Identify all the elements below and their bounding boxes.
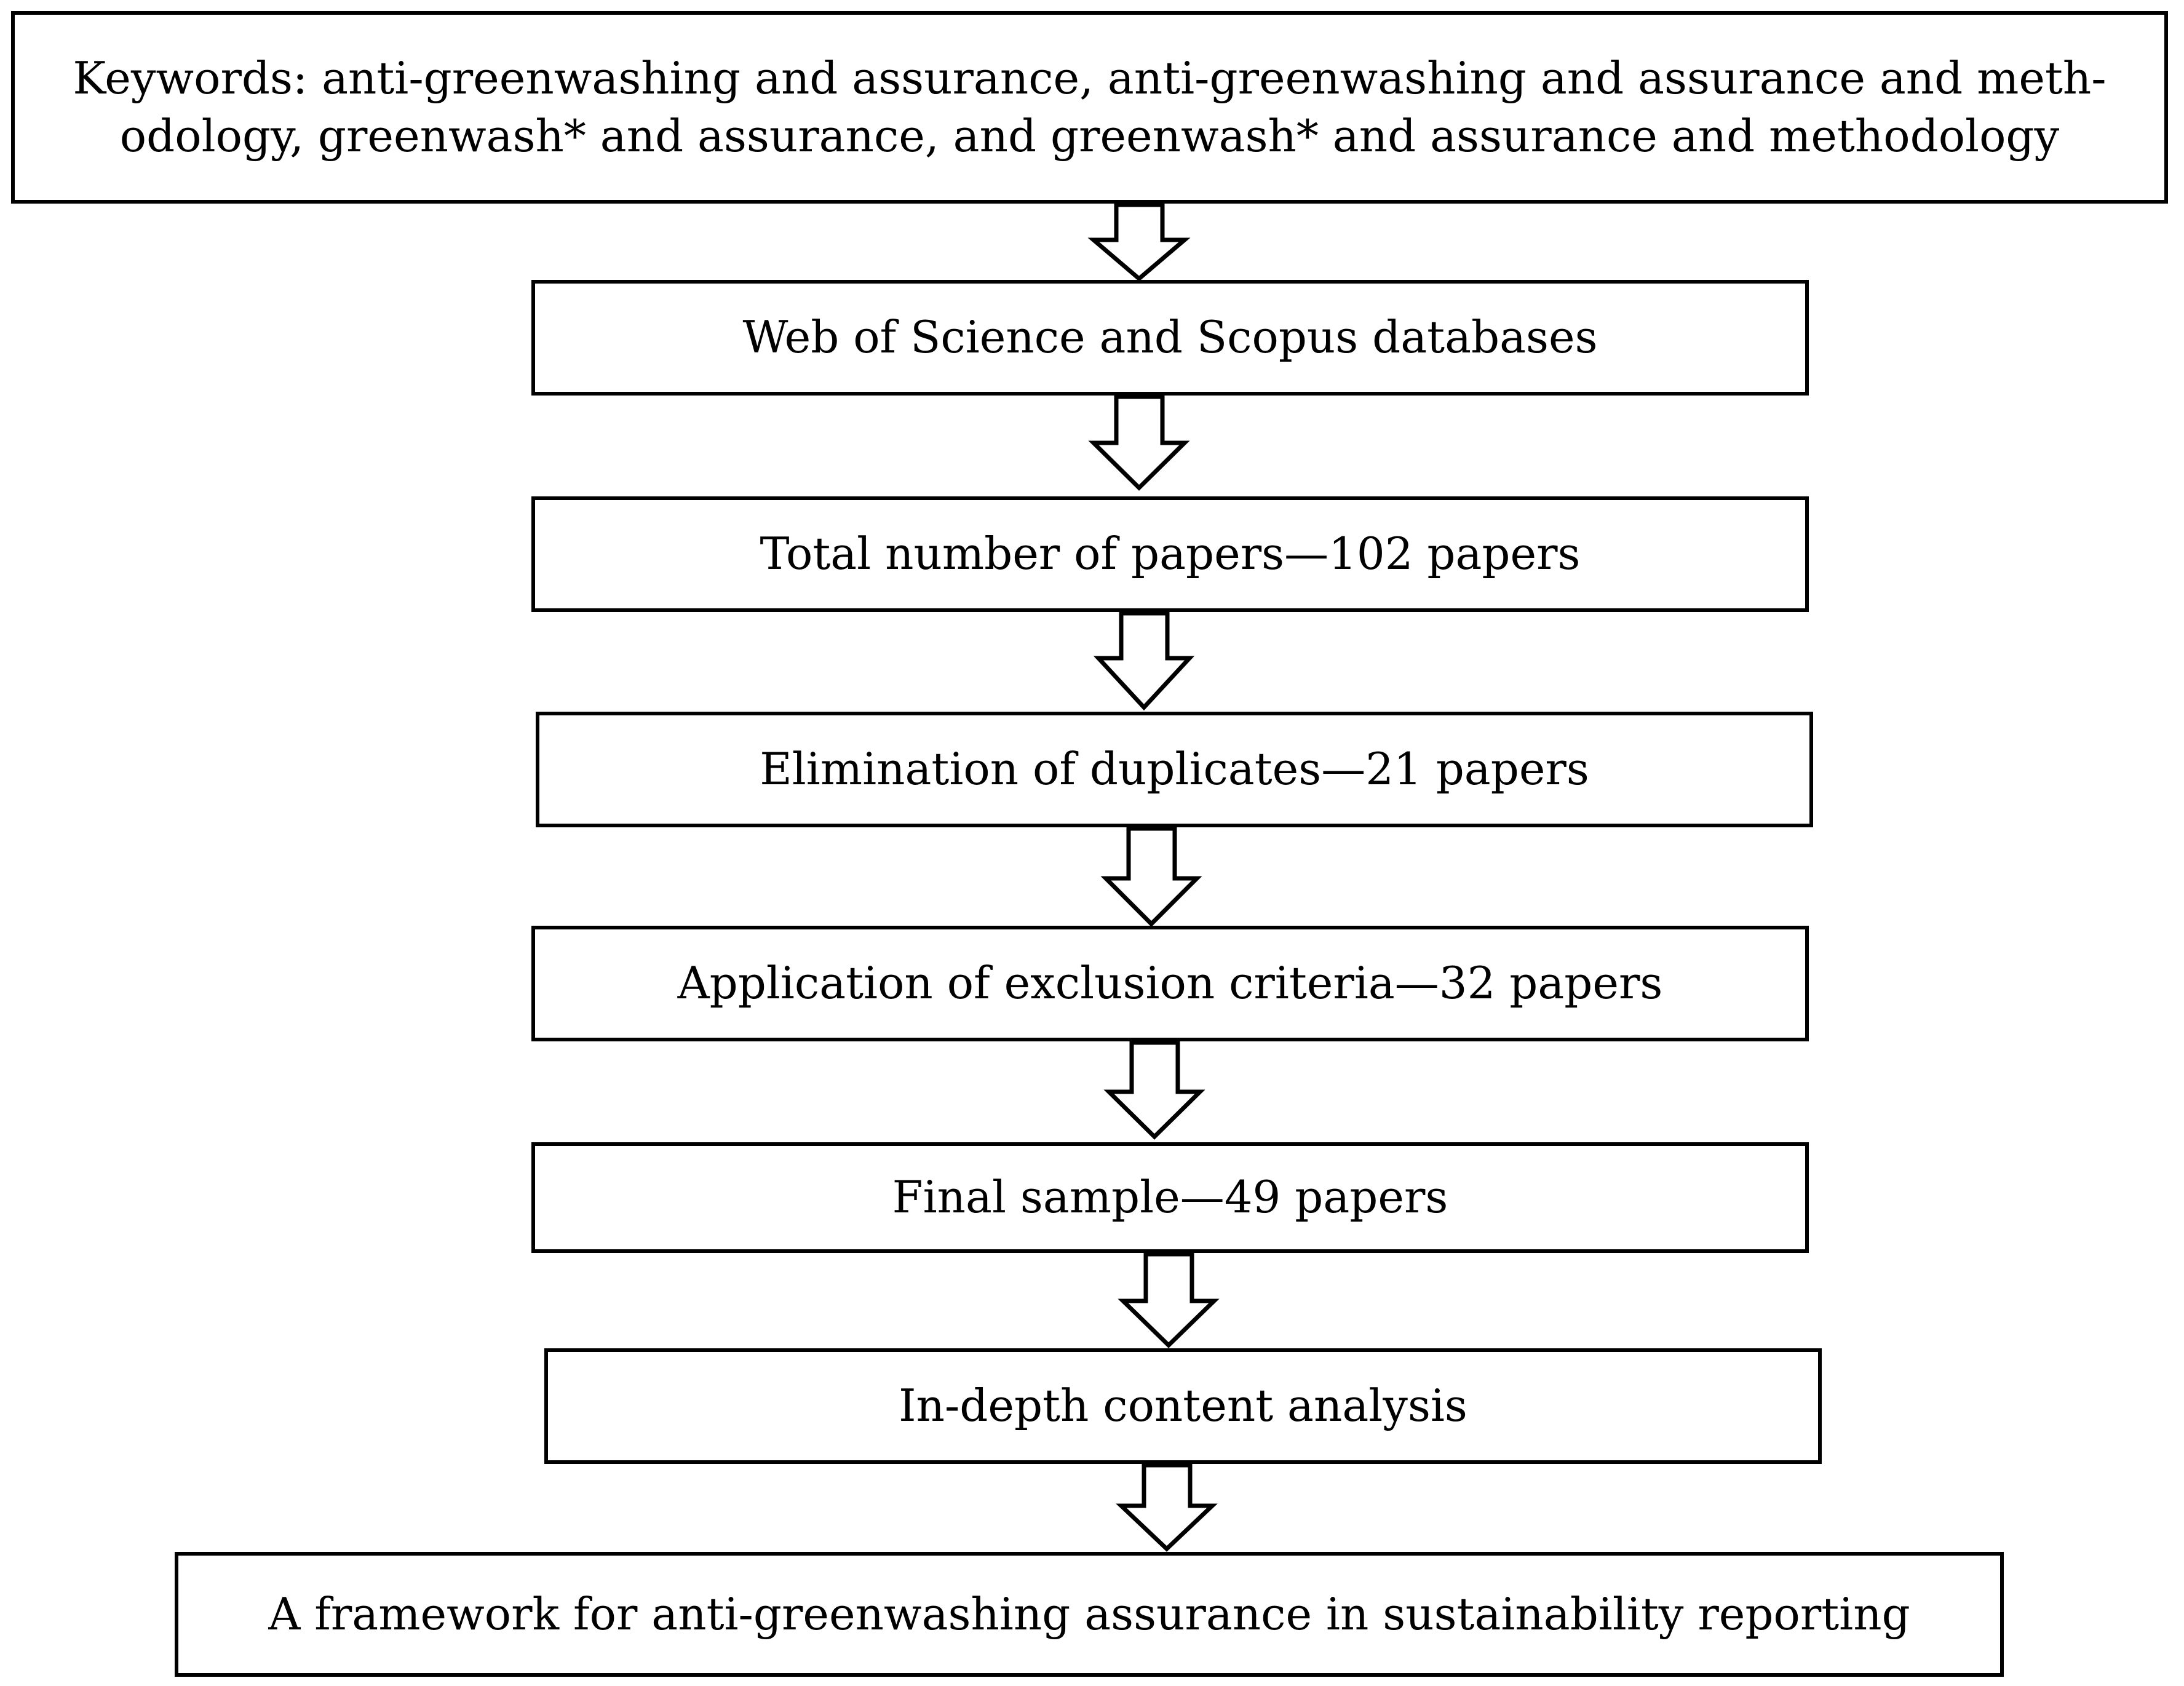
keywords-line-2: odology, greenwash* and assurance, and g… (119, 109, 2060, 162)
down-arrow-icon (1088, 394, 1190, 491)
databases-box: Web of Science and Scopus databases (531, 280, 1809, 396)
total-papers-label: Total number of papers—102 papers (760, 528, 1581, 580)
down-arrow-icon (1103, 1040, 1205, 1140)
content-analysis-label: In-depth content analysis (899, 1380, 1467, 1432)
total-papers-box: Total number of papers—102 papers (531, 496, 1809, 612)
framework-label: A framework for anti-greenwashing assura… (268, 1588, 1910, 1640)
final-sample-label: Final sample—49 papers (892, 1171, 1448, 1223)
duplicates-label: Elimination of duplicates—21 papers (760, 743, 1589, 795)
exclusion-criteria-box: Application of exclusion criteria—32 pap… (531, 926, 1809, 1041)
keywords-box: Keywords: anti-greenwashing and assuranc… (11, 11, 2168, 204)
content-analysis-box: In-depth content analysis (544, 1348, 1822, 1464)
down-arrow-icon (1093, 611, 1195, 711)
down-arrow-icon (1118, 1252, 1220, 1348)
final-sample-box: Final sample—49 papers (531, 1142, 1809, 1253)
down-arrow-icon (1087, 202, 1191, 282)
down-arrow-icon (1116, 1463, 1218, 1552)
keywords-line-1: Keywords: anti-greenwashing and assuranc… (73, 52, 2107, 104)
duplicates-box: Elimination of duplicates—21 papers (536, 712, 1813, 827)
down-arrow-icon (1100, 826, 1202, 927)
exclusion-criteria-label: Application of exclusion criteria—32 pap… (677, 957, 1663, 1009)
framework-box: A framework for anti-greenwashing assura… (175, 1552, 2004, 1677)
databases-label: Web of Science and Scopus databases (742, 311, 1598, 364)
